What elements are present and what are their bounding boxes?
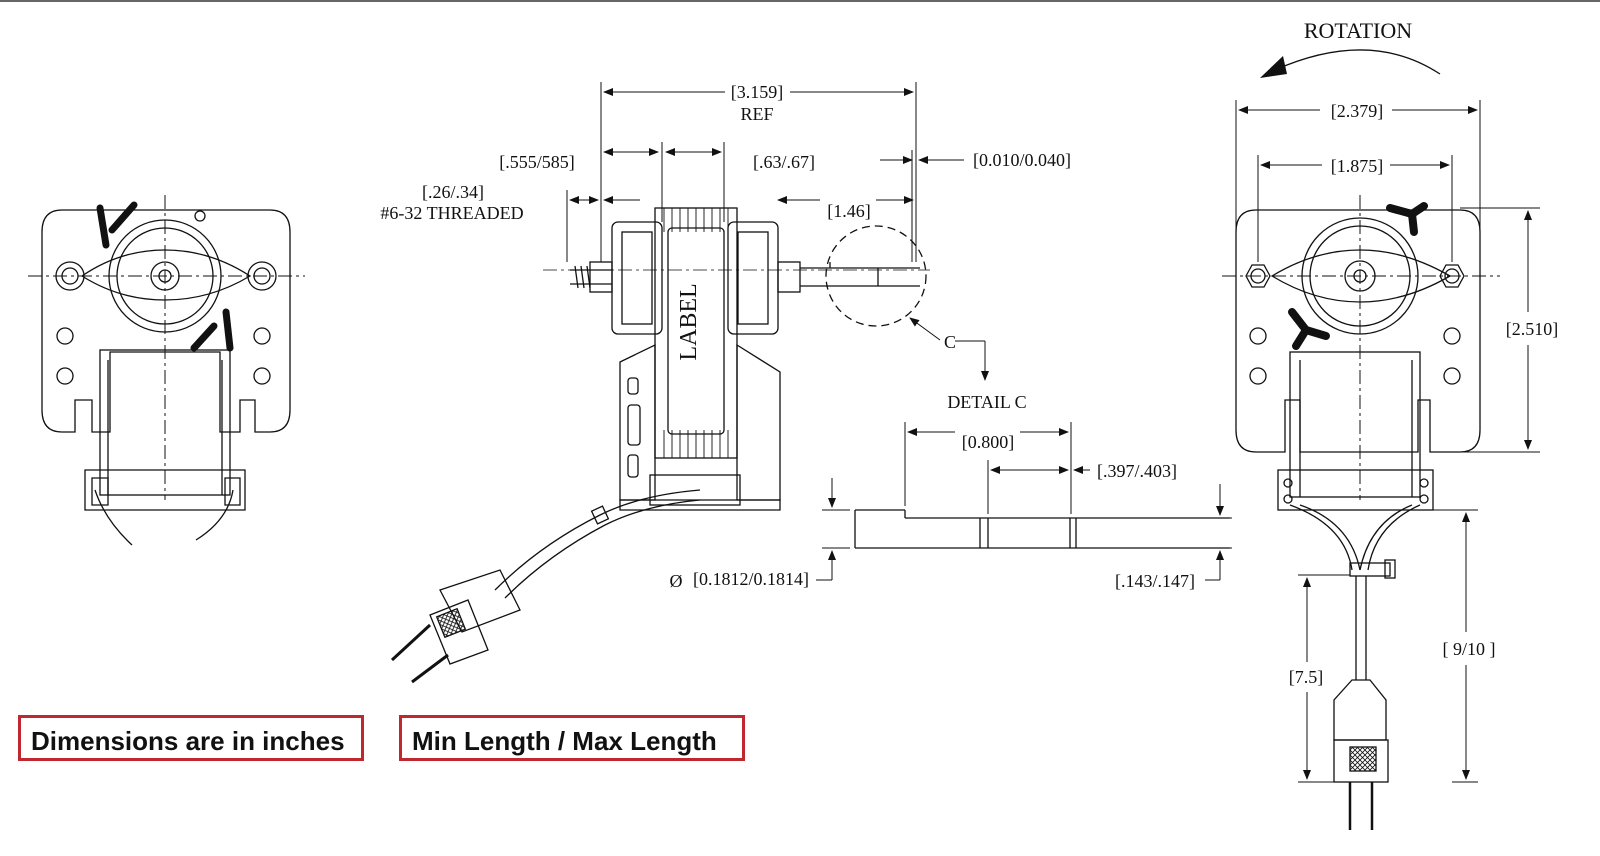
thread-note: #6-32 THREADED — [380, 203, 523, 223]
dim-146: [1.46] — [827, 201, 871, 221]
dim-010-040: [0.010/0.040] — [973, 150, 1071, 170]
units-note: Dimensions are in inches — [18, 715, 364, 761]
dim-0800: [0.800] — [962, 432, 1015, 452]
dim-2510: [2.510] — [1506, 319, 1559, 339]
rotation-arrow — [1274, 49, 1441, 75]
diameter-symbol: Ø — [670, 571, 683, 591]
dim-shaft-diameter: [0.1812/0.1814] — [693, 569, 809, 589]
dim-overall-ref: [3.159] — [731, 82, 784, 102]
dim-2379: [2.379] — [1331, 101, 1384, 121]
front-view-left — [28, 195, 305, 546]
dim-ref-note: REF — [740, 104, 773, 124]
rotation-label: ROTATION — [1304, 18, 1412, 43]
tolerance-note: Min Length / Max Length — [399, 715, 745, 761]
rear-view-right — [1222, 195, 1500, 830]
dim-75: [7.5] — [1289, 667, 1324, 687]
coil-label-text: LABEL — [676, 283, 702, 360]
rear-view-dimension-lines — [1235, 100, 1540, 783]
rear-view-leads — [1288, 202, 1428, 350]
dim-397-403: [.397/.403] — [1097, 461, 1177, 481]
dim-1875: [1.875] — [1331, 156, 1384, 176]
rotation-arrowhead — [1260, 56, 1287, 78]
side-view-center — [390, 207, 930, 684]
dim-143-147: [.143/.147] — [1115, 571, 1195, 591]
dim-555-585: [.555/585] — [499, 152, 575, 172]
dim-26-34: [.26/.34] — [422, 182, 484, 202]
dim-9-10: [ 9/10 ] — [1443, 639, 1496, 659]
detail-callout-letter: C — [944, 332, 956, 352]
dim-63-67: [.63/.67] — [753, 152, 815, 172]
detail-c-title: DETAIL C — [947, 392, 1026, 412]
detail-c-shaft — [854, 509, 1230, 549]
side-view-dimension-lines — [566, 82, 989, 381]
detail-c-dimension-lines — [816, 422, 1232, 581]
front-view-leads — [96, 201, 234, 352]
